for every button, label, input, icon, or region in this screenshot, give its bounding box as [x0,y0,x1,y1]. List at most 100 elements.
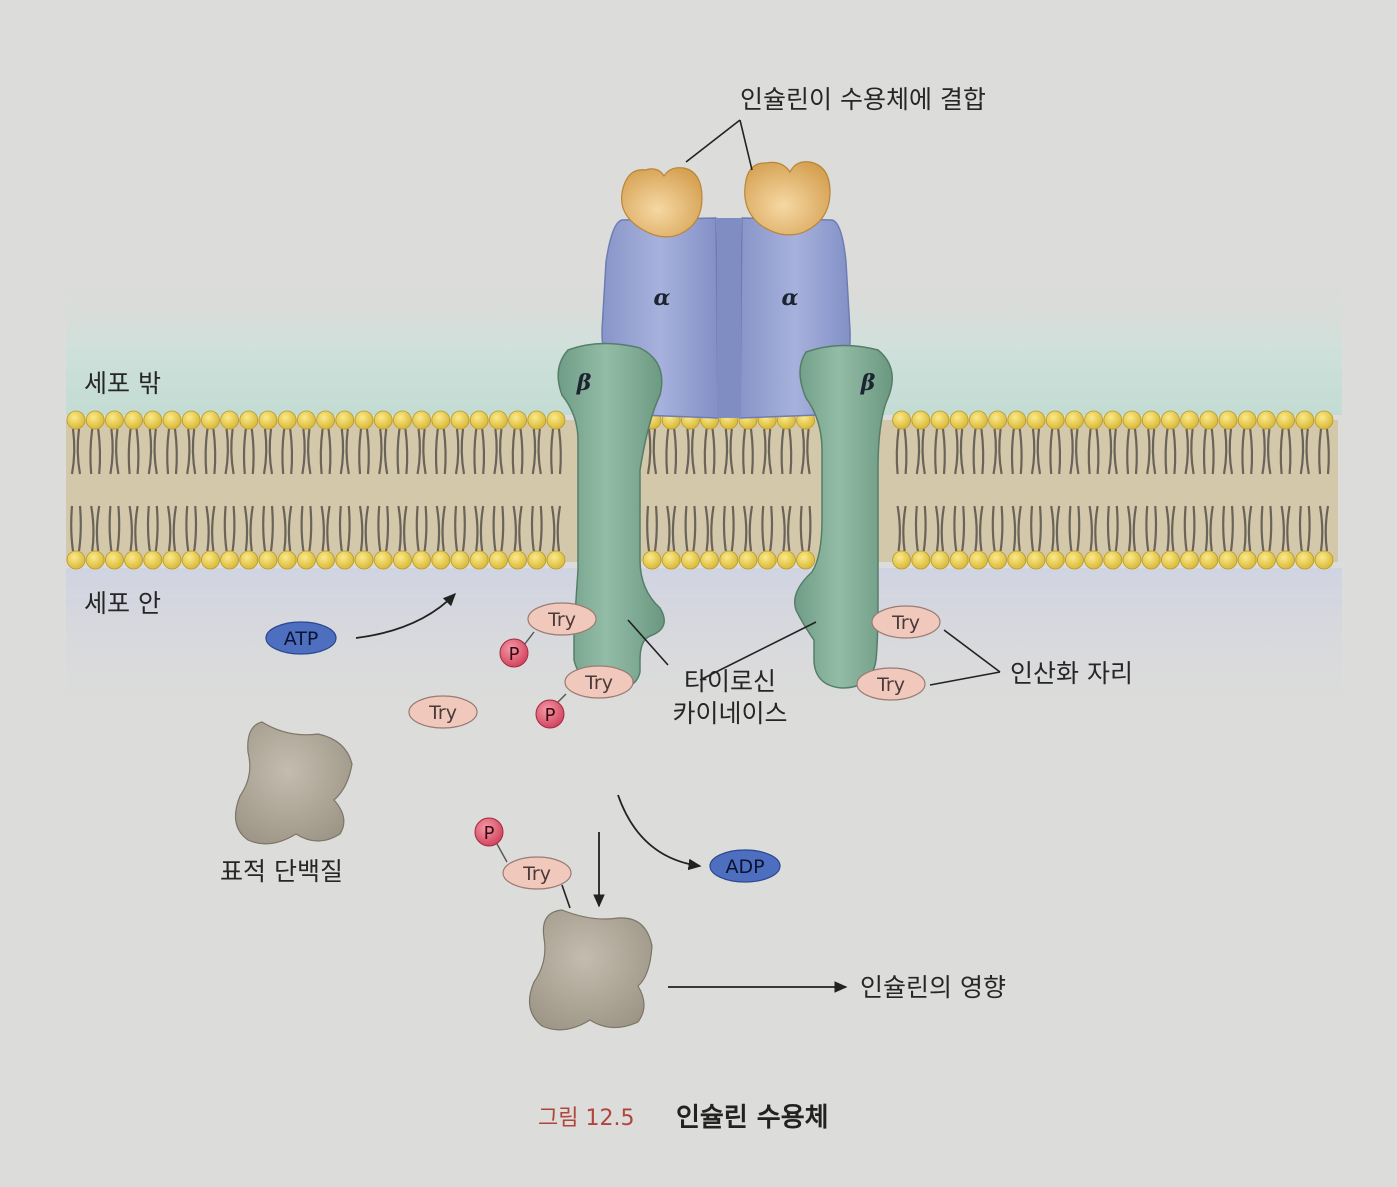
lipid-tail-outer [1241,428,1254,475]
lipid-head [143,410,163,430]
phosphate-link-3 [496,843,508,863]
lipid-head [892,410,911,430]
inside-cell-region [66,568,1342,738]
lipid-head [1161,550,1180,570]
lipid-tail-outer [646,428,658,475]
lipid-tail-inner [1088,505,1099,552]
lipid-tail-inner [722,505,735,552]
lipid-head [1295,410,1315,430]
target-protein-phosphorylated [528,909,653,1031]
lipid-tail-inner [223,505,236,552]
lipid-head [1045,410,1065,430]
lipid-tail-outer [511,428,524,475]
lipid-tail-outer [954,428,965,475]
beta-subunit-right [794,344,893,689]
lipid-tail-outer [109,428,120,475]
lipid-tail-outer [1318,428,1330,475]
lipid-tail-inner [1318,505,1330,552]
lipid-head [546,550,566,570]
membrane-core [66,420,1338,562]
lipid-tail-outer [1279,428,1292,475]
lipid-tail-inner [358,505,370,552]
lipid-head [392,410,412,430]
adp-arrow [617,794,702,871]
lipid-tail-outer [1126,428,1138,475]
atp-arrow [355,592,457,639]
lipid-tail-inner [1011,505,1022,552]
lipid-head [220,410,240,430]
lipid-head [450,550,470,570]
lipid-tail-outer [703,428,716,475]
lipid-head [277,410,297,430]
lipid-tail-inner [666,505,677,552]
lipid-tail-inner [512,505,523,552]
lipid-tail-inner [415,505,428,552]
lipid-tail-inner [934,505,946,552]
lipid-tail-outer [934,428,946,475]
leader-insulin-right [739,119,753,171]
lipid-tail-inner [262,505,274,552]
lipid-head [354,410,374,430]
lipid-head [1161,410,1180,430]
lipid-head [469,550,489,570]
lipid-tail-outer [262,428,274,475]
lipid-head [296,550,316,570]
try-badge-5-label: Try [876,674,905,696]
lipid-tail-inner [1222,505,1234,552]
lipid-tail-inner [684,505,697,552]
lipid-head [1276,410,1295,430]
lipid-tail-inner [1068,505,1081,552]
insulin-right [744,161,831,236]
lipid-tail-inner [953,505,966,552]
lipid-head [1007,410,1027,430]
lipid-tail-inner [1183,505,1196,552]
lipid-tail-inner [377,505,390,552]
lipid-head [124,410,144,430]
lipid-head [258,410,278,430]
leader-insulin-left [685,119,741,163]
lipid-tail-inner [1126,505,1138,552]
try-badge-3-label: Try [428,702,457,724]
lipid-head [1007,550,1027,570]
lipid-head [66,410,86,430]
lipid-head [1065,550,1084,570]
lipid-tail-outer [1261,428,1272,475]
lipid-tail-inner [704,505,715,552]
lipid-head [1257,410,1276,430]
try-badge-4-label: Try [891,612,920,634]
lipid-head [527,410,547,430]
lipid-head [66,550,86,570]
lipid-tail-inner [991,505,1004,552]
alpha-label-left: α [654,285,671,311]
try-badge-6: Try [502,856,572,890]
lipid-tail-outer [204,428,217,475]
lipid-tail-outer [685,428,696,475]
phosphate-3-label: P [484,823,495,844]
lipid-tail-inner [108,505,121,552]
atp-label: ATP [284,628,319,650]
lipid-tail-inner [492,505,505,552]
beta-subunits: β β [557,342,893,689]
lipid-tail-outer [281,428,294,475]
lipid-tail-inner [474,505,485,552]
lipid-head [949,410,969,430]
lipid-head [1314,550,1334,570]
lipid-head [1026,550,1046,570]
insulin-left [621,167,703,238]
leader-kinase-left [627,619,669,666]
lipid-tail-inner [973,505,984,552]
atp-badge: ATP [265,621,337,655]
inside-cell-label: 세포 안 [84,589,161,618]
lipid-head [143,550,163,570]
lipid-head [124,550,144,570]
lipid-head [1276,550,1295,570]
lipid-head [1103,410,1123,430]
lipid-head [1122,410,1142,430]
lipid-tail-outer [915,428,926,475]
lipid-head [85,550,105,570]
phosphate-link-1 [523,631,535,646]
lipid-head [1084,550,1103,570]
lipid-head [1122,550,1142,570]
lipid-head [1141,410,1161,430]
lipid-tail-inner [320,505,331,552]
